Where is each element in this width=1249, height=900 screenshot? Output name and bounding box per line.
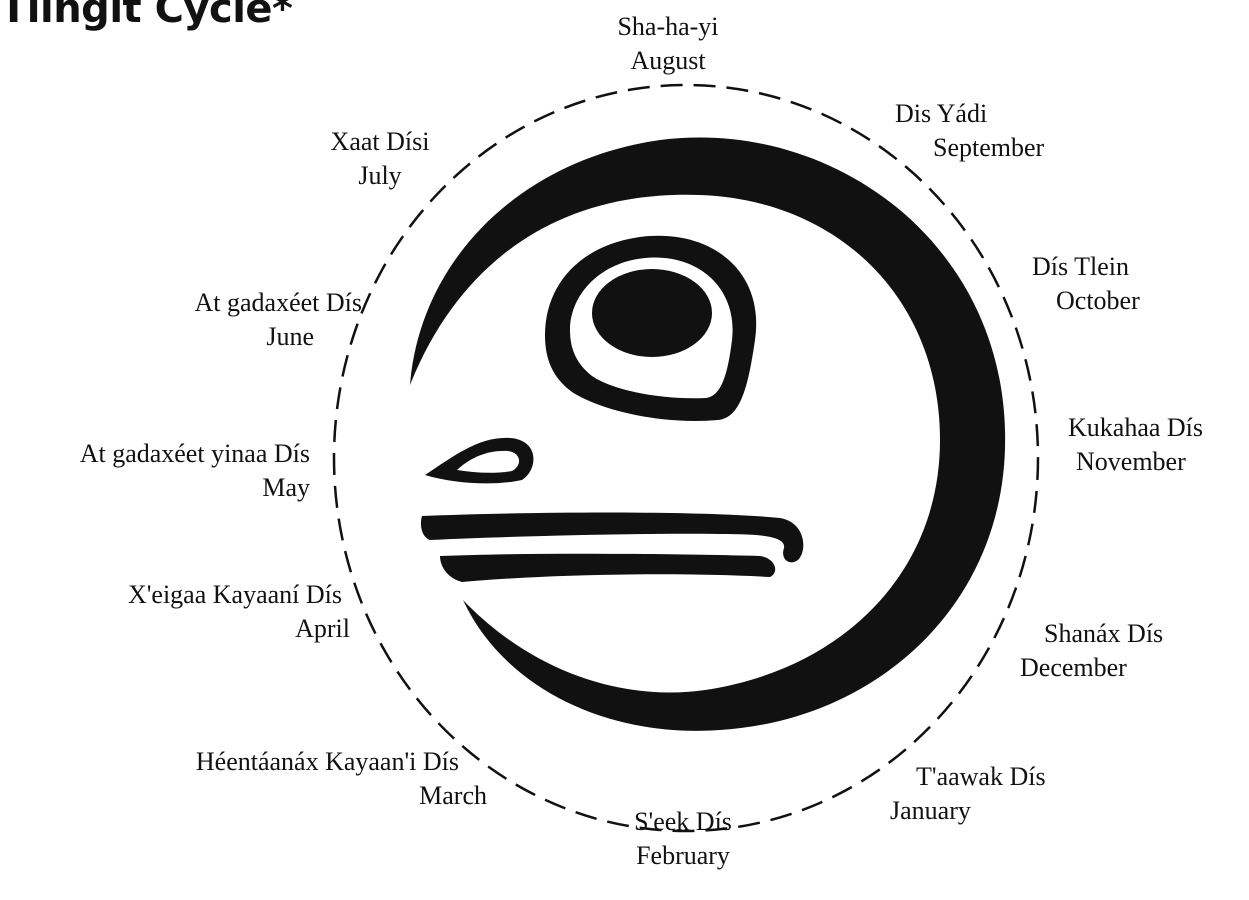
english-month-name: June [194,320,314,354]
english-month-name: February [634,839,732,873]
tlingit-month-name: At gadaxéet yinaa Dís [80,437,310,471]
mouth-lower-lip [440,554,775,582]
english-month-name: September [933,131,1044,165]
english-month-name: August [617,44,718,78]
month-january: T'aawak Dís January [890,760,1046,828]
month-april: X'eigaa Kayaaní Dís April [128,578,350,646]
english-month-name: March [196,779,487,813]
month-november: Kukahaa Dís November [1068,411,1203,479]
tlingit-month-name: Dis Yádi [895,97,1044,131]
month-august: Sha-ha-yi August [617,10,718,78]
tlingit-month-name: Sha-ha-yi [617,10,718,44]
english-month-name: December [1020,651,1163,685]
month-december: Shanáx Dís December [1020,617,1163,685]
month-october: Dís Tlein October [1032,250,1140,318]
english-month-name: April [128,612,350,646]
eye-pupil [592,269,712,357]
crescent-moon [410,137,1005,730]
english-month-name: October [1056,284,1140,318]
month-may: At gadaxéet yinaa Dís May [80,437,310,505]
tlingit-month-name: S'eek Dís [634,805,732,839]
tlingit-month-name: T'aawak Dís [916,760,1046,794]
english-month-name: November [1076,445,1203,479]
tlingit-month-name: Xaat Dísi [331,125,430,159]
month-september: Dis Yádi September [895,97,1044,165]
tlingit-month-name: At gadaxéet Dís [194,286,362,320]
month-july: Xaat Dísi July [331,125,430,193]
tlingit-month-name: Héentáanáx Kayaan'i Dís [196,745,459,779]
month-june: At gadaxéet Dís June [194,286,362,354]
tlingit-month-name: Kukahaa Dís [1068,411,1203,445]
english-month-name: July [331,159,430,193]
english-month-name: January [890,794,1046,828]
english-month-name: May [80,471,310,505]
month-march: Héentáanáx Kayaan'i Dís March [196,745,487,813]
month-february: S'eek Dís February [634,805,732,873]
tlingit-month-name: Dís Tlein [1032,250,1140,284]
tlingit-month-name: Shanáx Dís [1044,617,1163,651]
tlingit-month-name: X'eigaa Kayaaní Dís [128,578,342,612]
